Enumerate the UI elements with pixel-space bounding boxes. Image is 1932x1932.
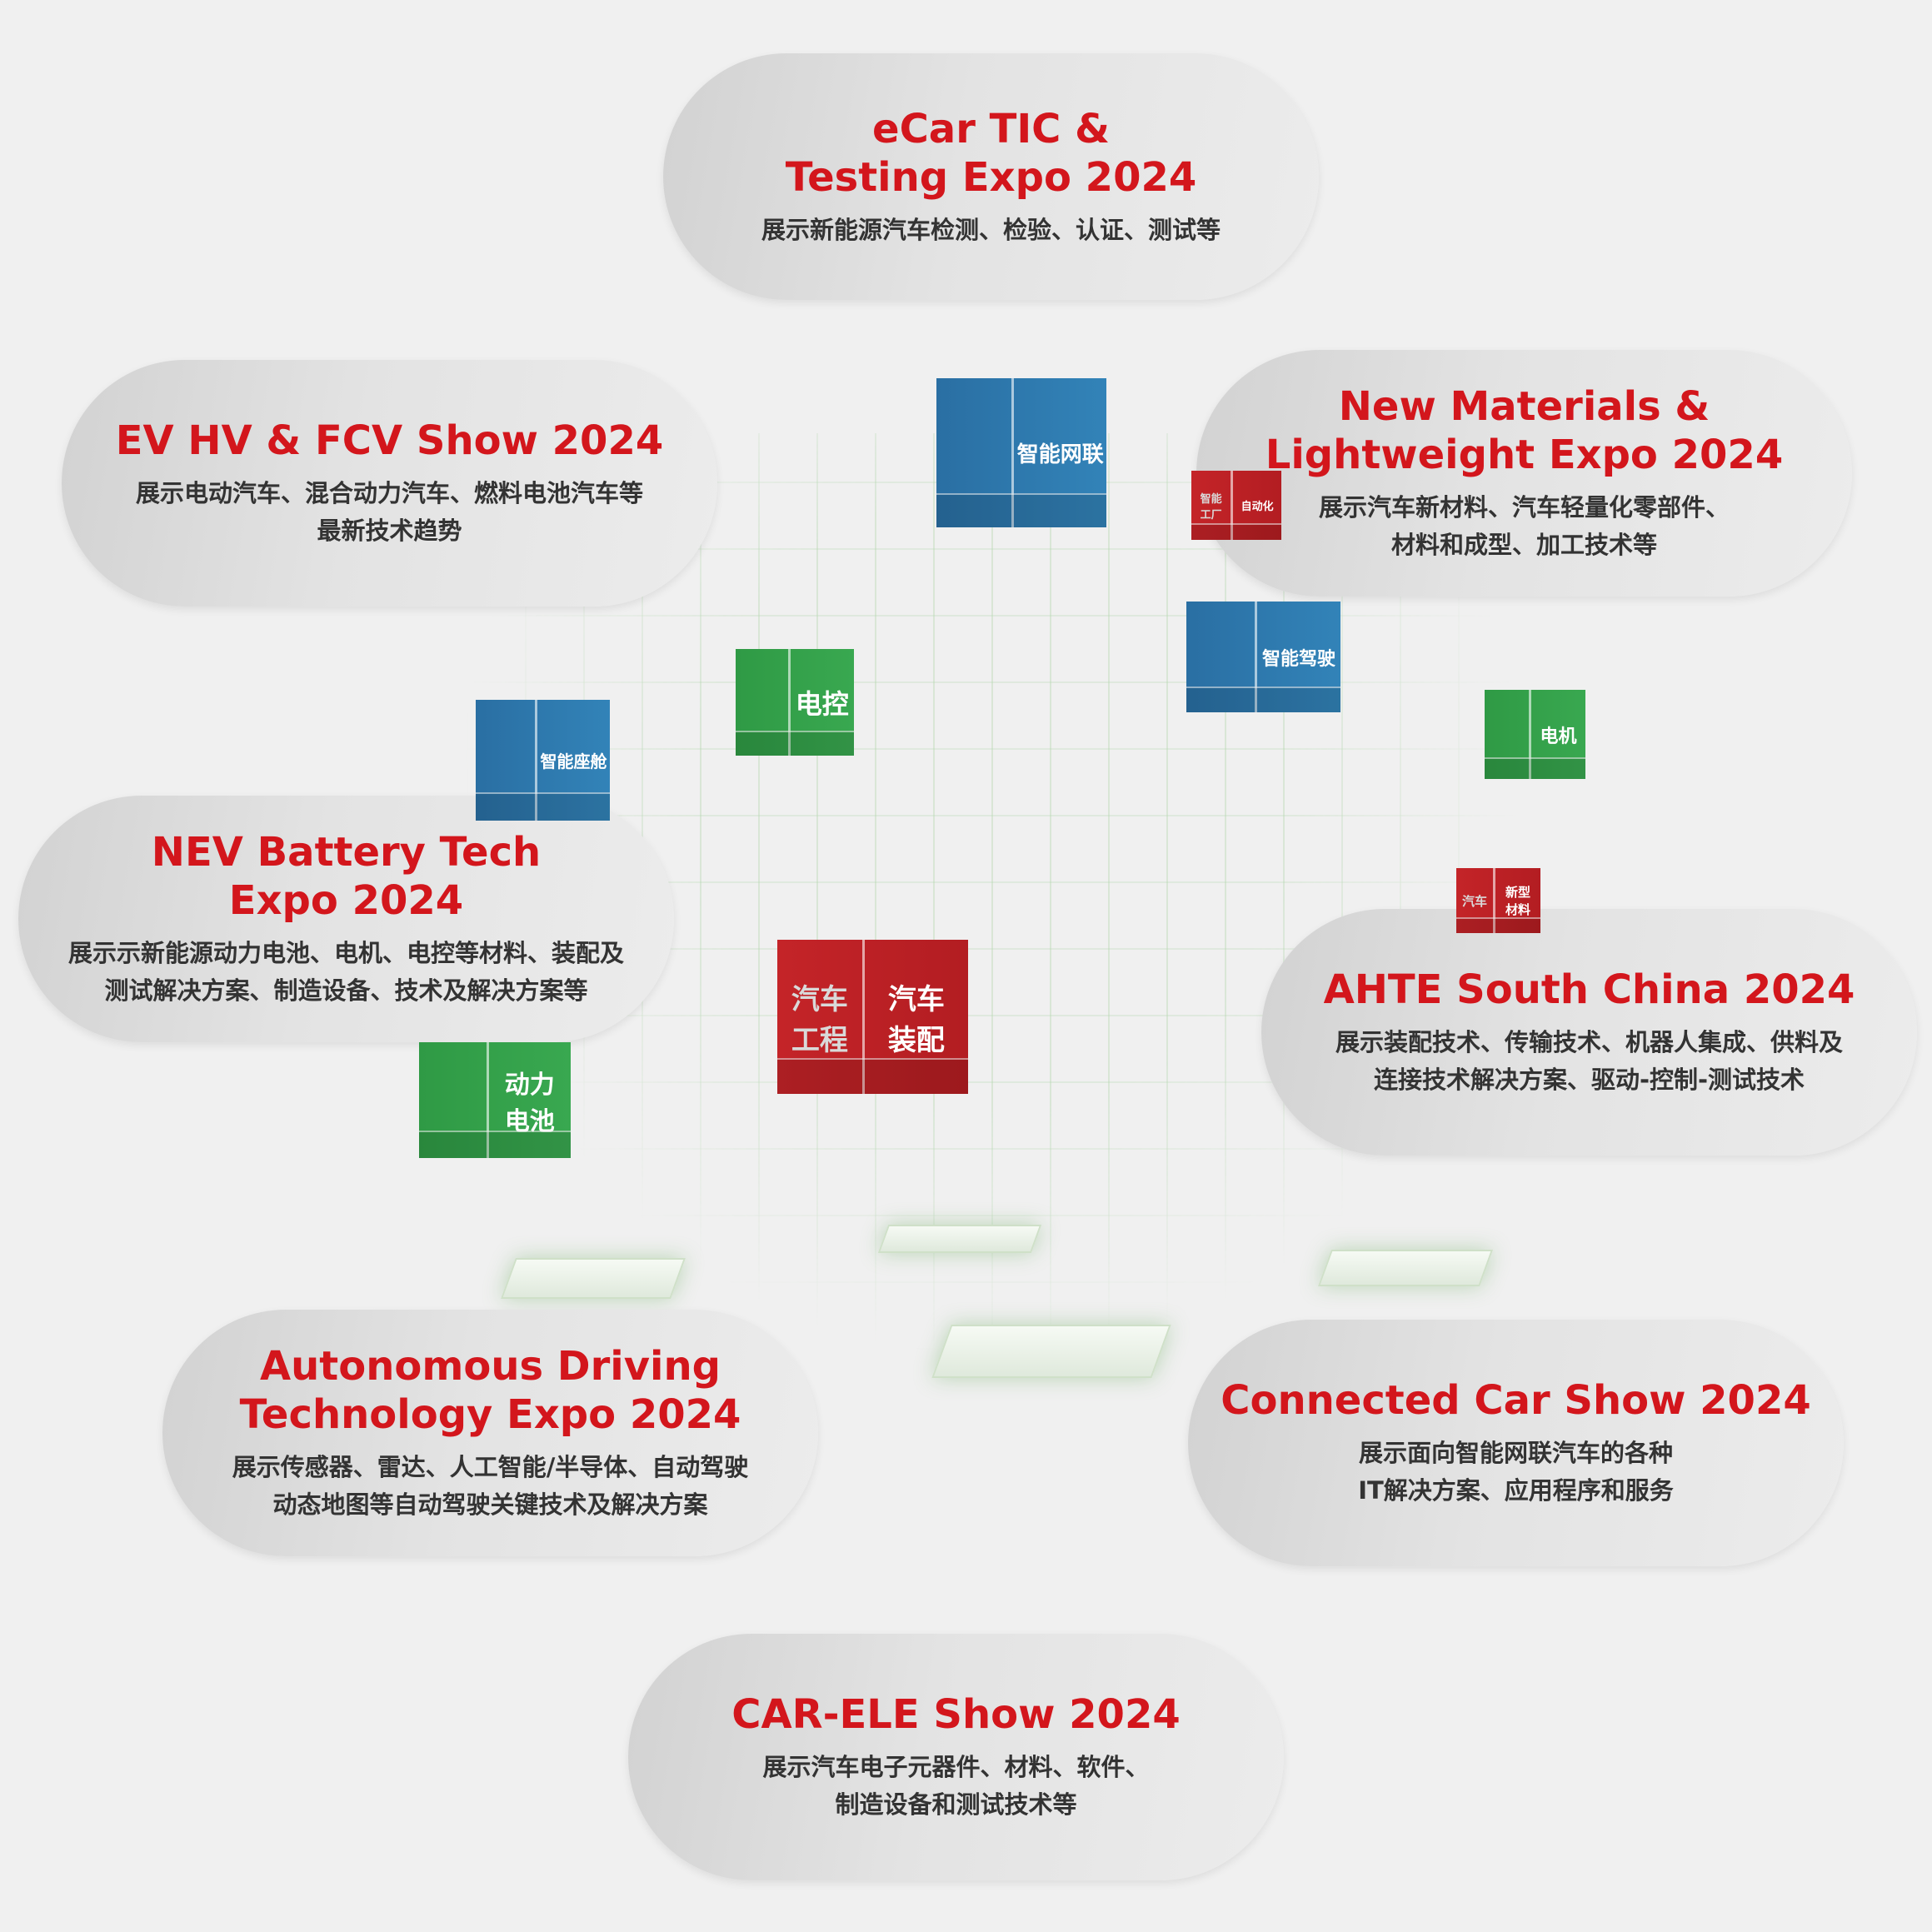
cube-label: 汽车 工程 [791, 982, 848, 1057]
show-title: Connected Car Show 2024 [1221, 1377, 1811, 1424]
cube-label: 智能驾驶 [1254, 602, 1340, 712]
cube-label: 电机 [1529, 690, 1585, 779]
cube-power-battery: 动力 电池 [419, 1042, 571, 1159]
cube-smart-cockpit: 智能座舱 [476, 700, 610, 821]
cube-label [736, 649, 788, 756]
show-title: NEV Battery Tech Expo 2024 [151, 829, 542, 924]
show-ahte[interactable]: AHTE South China 2024 展示装配技术、传输技术、机器人集成、供… [1261, 909, 1917, 1156]
cube-label: 汽车 装配 [861, 940, 968, 1094]
show-autonomous-driving[interactable]: Autonomous Driving Technology Expo 2024 展… [162, 1310, 818, 1556]
cube-label: 自动化 [1231, 471, 1281, 540]
cube-label [476, 700, 535, 821]
cube-electric-control: 电控 [736, 649, 854, 756]
show-title: New Materials & Lightweight Expo 2024 [1265, 383, 1784, 478]
cube-label [936, 378, 1011, 527]
show-nev-battery[interactable]: NEV Battery Tech Expo 2024 展示示新能源动力电池、电机、… [18, 796, 674, 1042]
platform [877, 1225, 1042, 1253]
cube-smart-factory: 智能 工厂自动化 [1191, 471, 1281, 540]
cube-auto-assembly: 汽车 工程汽车 装配 [777, 940, 968, 1094]
cube-smart-driving: 智能驾驶 [1186, 602, 1340, 712]
cube-label: 动力 电池 [486, 1042, 571, 1158]
platform [931, 1325, 1171, 1378]
show-title: AHTE South China 2024 [1323, 966, 1855, 1013]
cube-label [419, 1042, 487, 1158]
platform [1317, 1250, 1494, 1286]
show-description: 展示面向智能网联汽车的各种 IT解决方案、应用程序和服务 [1358, 1439, 1674, 1505]
cube-label: 新型 材料 [1493, 868, 1540, 933]
show-description: 展示汽车新材料、汽车轻量化零部件、 材料和成型、加工技术等 [1318, 493, 1730, 559]
show-new-materials[interactable]: New Materials & Lightweight Expo 2024 展示汽… [1196, 350, 1852, 597]
cube-label: 电控 [787, 649, 854, 756]
cube-label: 智能网联 [1011, 378, 1106, 527]
cube-label: 智能 工厂 [1200, 492, 1222, 522]
show-title: CAR-ELE Show 2024 [731, 1691, 1181, 1738]
show-description: 展示新能源汽车检测、检验、认证、测试等 [761, 215, 1221, 244]
cube-label: 智能座舱 [535, 700, 610, 821]
show-ev-hv-fcv[interactable]: EV HV & FCV Show 2024 展示电动汽车、混合动力汽车、燃料电池汽… [62, 360, 717, 607]
cube-smart-connected: 智能网联 [936, 378, 1106, 527]
cube-motor: 电机 [1485, 690, 1585, 779]
cube-new-materials: 汽车新型 材料 [1456, 868, 1540, 933]
show-title: Autonomous Driving Technology Expo 2024 [239, 1343, 741, 1438]
show-description: 展示示新能源动力电池、电机、电控等材料、装配及 测试解决方案、制造设备、技术及解… [67, 939, 624, 1005]
show-title: EV HV & FCV Show 2024 [115, 417, 664, 464]
show-description: 展示电动汽车、混合动力汽车、燃料电池汽车等 最新技术趋势 [135, 479, 643, 545]
show-ecar-tic[interactable]: eCar TIC & Testing Expo 2024 展示新能源汽车检测、检验… [663, 53, 1319, 300]
cube-label [1485, 690, 1529, 779]
cube-label: 汽车 [1462, 893, 1488, 909]
show-title: eCar TIC & Testing Expo 2024 [785, 105, 1197, 201]
show-car-ele[interactable]: CAR-ELE Show 2024 展示汽车电子元器件、材料、软件、 制造设备和测… [628, 1634, 1284, 1880]
cube-label [1186, 602, 1255, 712]
show-description: 展示汽车电子元器件、材料、软件、 制造设备和测试技术等 [762, 1753, 1150, 1819]
show-description: 展示装配技术、传输技术、机器人集成、供料及 连接技术解决方案、驱动-控制-测试技… [1335, 1028, 1843, 1094]
show-description: 展示传感器、雷达、人工智能/半导体、自动驾驶 动态地图等自动驾驶关键技术及解决方… [232, 1453, 749, 1519]
show-connected-car[interactable]: Connected Car Show 2024 展示面向智能网联汽车的各种 IT解… [1188, 1320, 1844, 1566]
platform [501, 1258, 686, 1299]
